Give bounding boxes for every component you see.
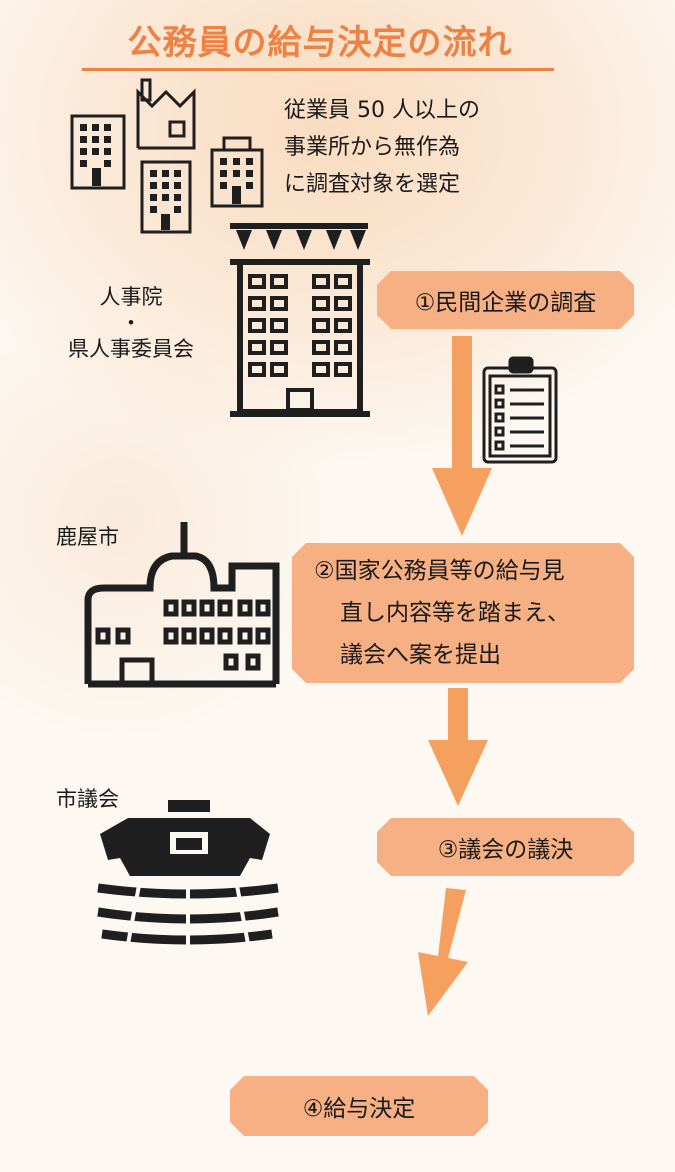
office-building-icon bbox=[210, 136, 264, 208]
city-hall-icon bbox=[84, 522, 280, 688]
flow-arrow bbox=[418, 888, 468, 1016]
clipboard-checklist-icon bbox=[482, 356, 558, 464]
step-2-line: ②国家公務員等の給与見 bbox=[314, 558, 565, 584]
office-building-icon bbox=[70, 114, 126, 190]
government-tower-icon bbox=[230, 223, 370, 417]
title-underline bbox=[82, 68, 554, 71]
description-line: 事業所から無作為 bbox=[284, 135, 461, 160]
factory-icon bbox=[136, 78, 196, 150]
step-2-proposal: ②国家公務員等の給与見 直し内容等を踏まえ、 議会へ案を提出 bbox=[292, 543, 634, 683]
step-2-line: 直し内容等を踏まえ、 bbox=[340, 600, 570, 626]
city-label: 鹿屋市 bbox=[56, 525, 119, 549]
office-building-icon bbox=[140, 160, 192, 234]
step-3-resolution: ③議会の議決 bbox=[377, 818, 634, 876]
survey-description: 従業員 50 人以上の 事業所から無作為 に調査対象を選定 bbox=[284, 92, 584, 203]
step-1-survey: ①民間企業の調査 bbox=[377, 271, 634, 329]
agency-dot: ・ bbox=[120, 311, 142, 335]
council-label: 市議会 bbox=[56, 787, 119, 811]
assembly-hall-icon bbox=[97, 800, 279, 946]
flow-arrow bbox=[432, 336, 492, 536]
agency-line1: 人事院 bbox=[99, 285, 163, 309]
agency-label: 人事院 ・ 県人事委員会 bbox=[56, 282, 206, 364]
description-line: 従業員 50 人以上の bbox=[284, 98, 480, 123]
flow-arrow bbox=[428, 688, 488, 806]
description-line: に調査対象を選定 bbox=[284, 172, 461, 197]
agency-line2: 県人事委員会 bbox=[68, 337, 194, 361]
step-4-decision: ④給与決定 bbox=[230, 1076, 488, 1136]
step-2-line: 議会へ案を提出 bbox=[340, 642, 501, 668]
page-title: 公務員の給与決定の流れ bbox=[127, 23, 513, 63]
